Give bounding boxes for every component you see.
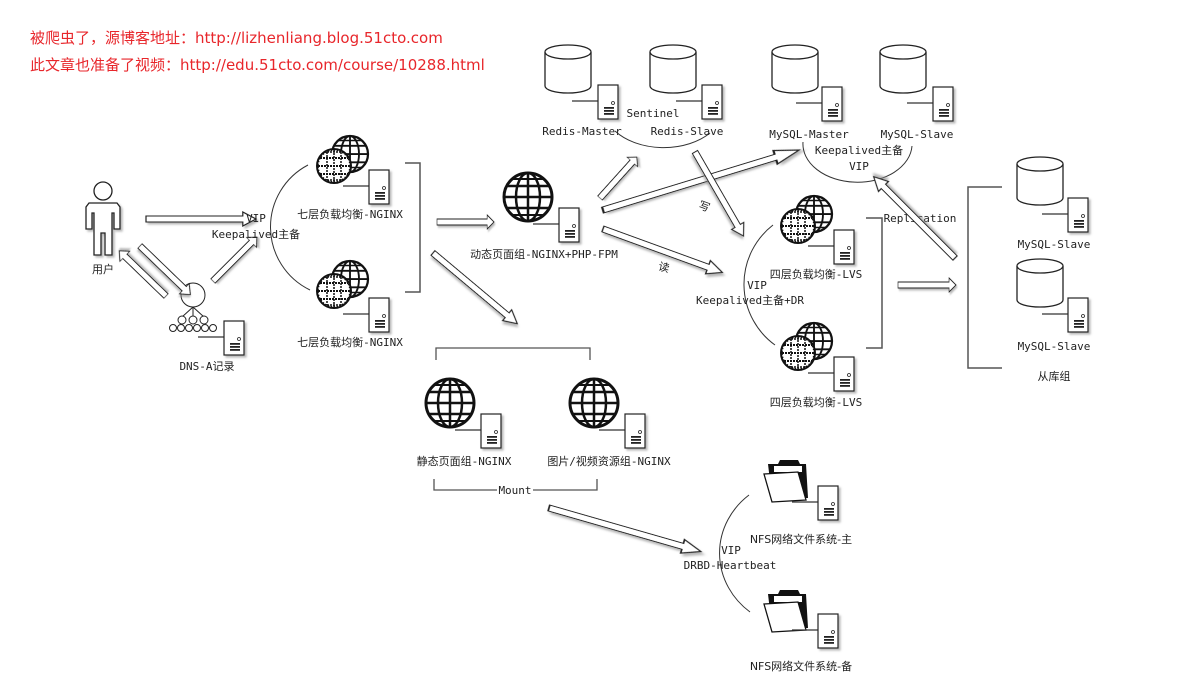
nfs-master-folder-icon <box>763 459 809 503</box>
nginx-lb-2-label: 七层负载均衡-NGINX <box>297 335 403 349</box>
static-globe-icon <box>424 377 476 429</box>
lvs-keepalived-arc <box>743 224 776 346</box>
mysql-slave-top-db-icon <box>879 44 927 94</box>
redis-sentinel-arc <box>614 130 711 149</box>
front-vip-label: VIP <box>246 212 266 225</box>
lvs-1-globe-icon <box>781 196 832 243</box>
lvs-1-label: 四层负载均衡-LVS <box>770 267 863 281</box>
arrow-lvs-to-slave-group <box>898 278 956 292</box>
media-label: 图片/视频资源组-NGINX <box>547 454 671 468</box>
nginx-lb-1-label: 七层负载均衡-NGINX <box>297 207 403 221</box>
read-label: 读 <box>657 259 671 275</box>
media-globe-icon <box>568 377 620 429</box>
watermark-video-url: 此文章也准备了视频：http://edu.51cto.com/course/10… <box>30 56 485 74</box>
redis-slave-label: Redis-Slave <box>651 125 724 138</box>
lvs-bracket <box>866 217 883 349</box>
nginx-lb-2-globe-icon <box>317 261 368 308</box>
dynamic-globe-icon <box>502 171 554 223</box>
nfs-drbd-arc <box>719 494 751 613</box>
mysql-keepalived-label: Keepalived主备 <box>815 143 903 157</box>
nginx-lb-1-server-icon <box>343 170 389 204</box>
mysql-master-label: MySQL-Master <box>769 128 849 141</box>
lvs-1-server-icon <box>808 230 854 264</box>
mysql-master-db-icon <box>771 44 819 94</box>
arrow-dns-to-user <box>114 246 170 301</box>
nginx-lb-bracket <box>405 162 421 293</box>
arrow-user-to-vip <box>146 212 256 226</box>
lvs-vip-label: VIP <box>747 279 767 292</box>
nfs-drbd-label: DRBD-Heartbeat <box>684 559 777 572</box>
arrow-dynamic-to-redis <box>595 152 642 202</box>
mysql-slave-1-label: MySQL-Slave <box>1018 238 1091 251</box>
mysql-slave-2-label: MySQL-Slave <box>1018 340 1091 353</box>
redis-master-label: Redis-Master <box>542 125 622 138</box>
nginx-lb-1-globe-icon <box>317 136 368 183</box>
nfs-backup-folder-icon <box>763 589 809 633</box>
lvs-2-server-icon <box>808 357 854 391</box>
mysql-slave-top-label: MySQL-Slave <box>881 128 954 141</box>
nfs-vip-label: VIP <box>721 544 741 557</box>
slave-group-bracket <box>967 186 1002 369</box>
lvs-2-label: 四层负载均衡-LVS <box>770 395 863 409</box>
mount-label: Mount <box>498 484 531 497</box>
mysql-keepalived-arc <box>802 141 913 183</box>
user-icon <box>85 181 121 256</box>
redis-master-db-icon <box>544 44 592 94</box>
watermark-blog-url: 被爬虫了，源博客地址：http://lizhenliang.blog.51cto… <box>30 29 443 47</box>
dynamic-label: 动态页面组-NGINX+PHP-FPM <box>470 247 618 261</box>
user-label: 用户 <box>92 262 114 276</box>
mysql-slave-1-db-icon <box>1016 156 1064 206</box>
mount-bracket <box>433 479 598 491</box>
lvs-keepalived-label: Keepalived主备+DR <box>696 293 804 307</box>
static-media-bracket <box>435 347 591 360</box>
arrow-lb-to-dynamic <box>437 215 494 229</box>
arrow-mount-to-nfs <box>547 501 703 558</box>
mysql-slave-2-db-icon <box>1016 258 1064 308</box>
slave-group-label: 从库组 <box>1038 369 1071 383</box>
lvs-2-globe-icon <box>781 323 832 370</box>
write-label: 写 <box>697 199 712 215</box>
dns-label: DNS-A记录 <box>179 360 234 373</box>
static-label: 静态页面组-NGINX <box>417 454 512 468</box>
nfs-backup-label: NFS网络文件系统-备 <box>750 659 852 673</box>
nginx-lb-2-server-icon <box>343 298 389 332</box>
sentinel-label: Sentinel <box>627 107 680 120</box>
front-keepalived-label: Keepalived主备 <box>212 227 300 241</box>
nfs-master-label: NFS网络文件系统-主 <box>750 532 852 546</box>
redis-slave-db-icon <box>649 44 697 94</box>
dns-hierarchy-icon <box>169 282 217 332</box>
mysql-vip-label: VIP <box>849 160 869 173</box>
arrow-write-to-lvs <box>689 149 750 240</box>
nginx-lb-keepalived-arc <box>270 164 311 291</box>
